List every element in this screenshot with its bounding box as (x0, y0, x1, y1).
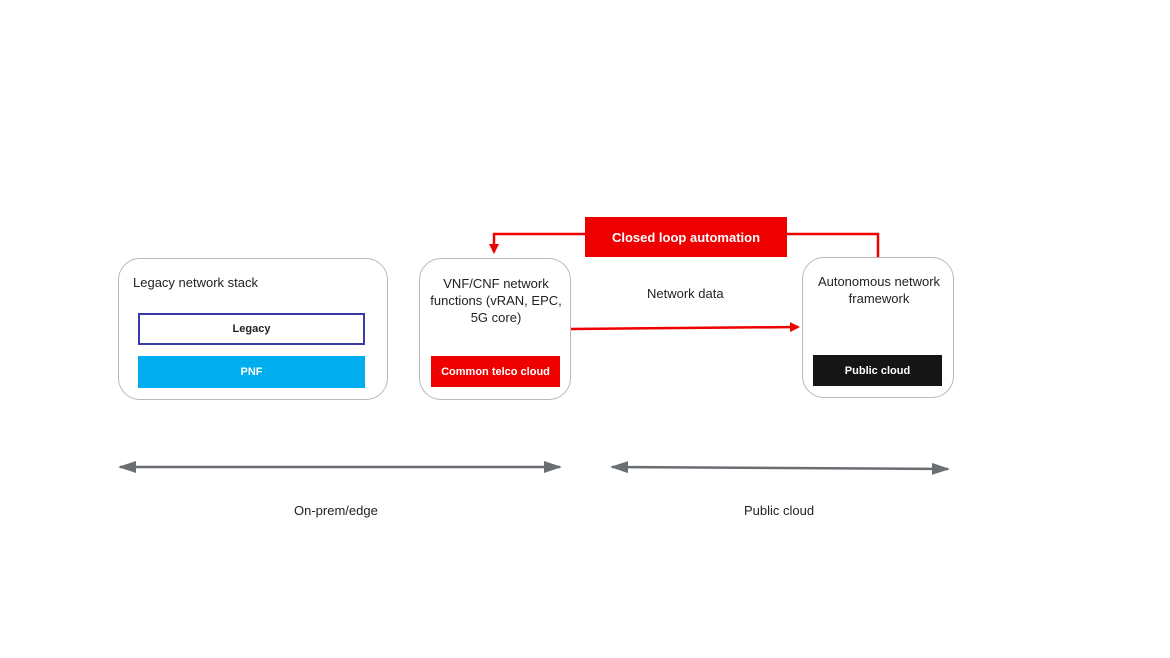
public-cloud-chip: Public cloud (813, 355, 942, 386)
network-data-arrow (570, 322, 800, 333)
autonomous-network-framework-panel: Autonomous network framework Public clou… (802, 257, 954, 398)
on-prem-edge-label: On-prem/edge (294, 503, 378, 518)
vnf-cnf-panel: VNF/CNF network functions (vRAN, EPC, 5G… (419, 258, 571, 400)
common-telco-cloud-chip: Common telco cloud (431, 356, 560, 387)
closed-loop-automation-label: Closed loop automation (585, 217, 787, 257)
pnf-chip: PNF (138, 356, 365, 388)
public-cloud-scope-label: Public cloud (744, 503, 815, 518)
autonomous-panel-title: Autonomous network framework (817, 274, 941, 306)
network-data-label: Network data (647, 286, 724, 301)
legacy-chip: Legacy (138, 313, 365, 345)
legacy-panel-title: Legacy network stack (133, 275, 259, 290)
public-cloud-span-arrow (610, 461, 950, 475)
legacy-network-stack-panel: Legacy network stack Legacy PNF (118, 258, 388, 400)
vnf-panel-title: VNF/CNF network functions (vRAN, EPC, 5G… (430, 276, 562, 325)
